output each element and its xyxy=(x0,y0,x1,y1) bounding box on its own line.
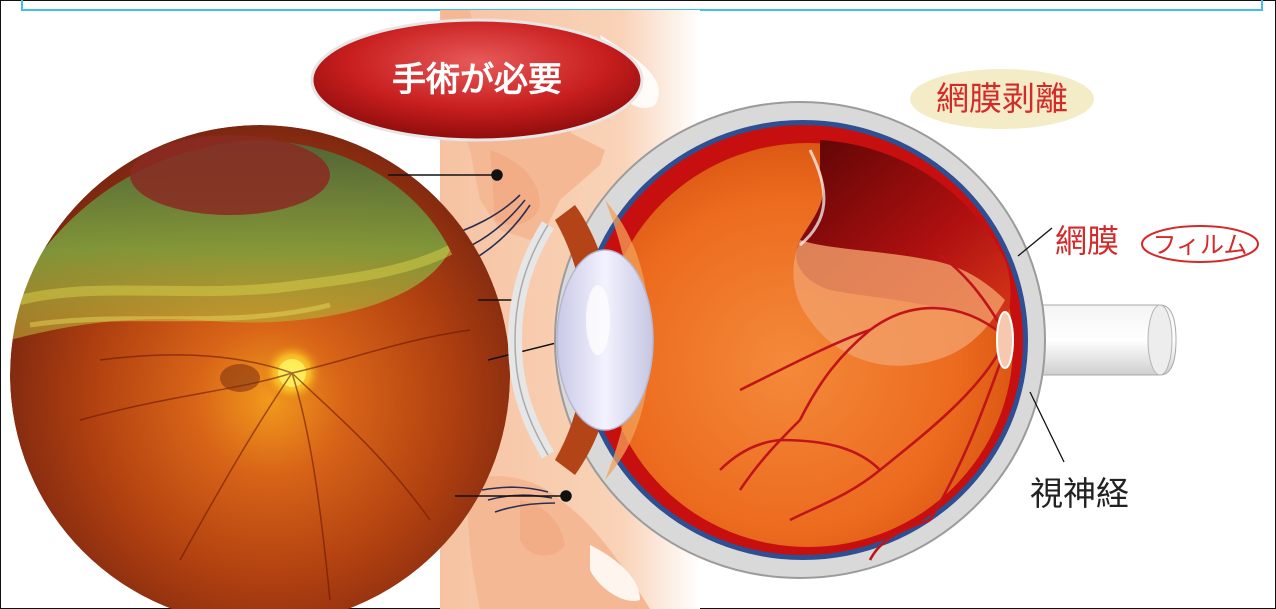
optic-disc xyxy=(997,312,1013,368)
retina-label: 網膜 xyxy=(1055,222,1119,260)
fundus-photo xyxy=(10,125,510,609)
detachment-badge: 網膜剥離 xyxy=(910,69,1094,129)
pointer-dot xyxy=(561,491,571,501)
pointer-dot xyxy=(492,170,502,180)
optic-nerve-label: 視神経 xyxy=(1030,474,1129,513)
film-label: フィルム xyxy=(1152,231,1247,259)
surgery-label: 手術が必要 xyxy=(392,60,562,100)
surgery-callout: 手術が必要 xyxy=(312,20,642,140)
detachment-label: 網膜剥離 xyxy=(936,79,1068,118)
